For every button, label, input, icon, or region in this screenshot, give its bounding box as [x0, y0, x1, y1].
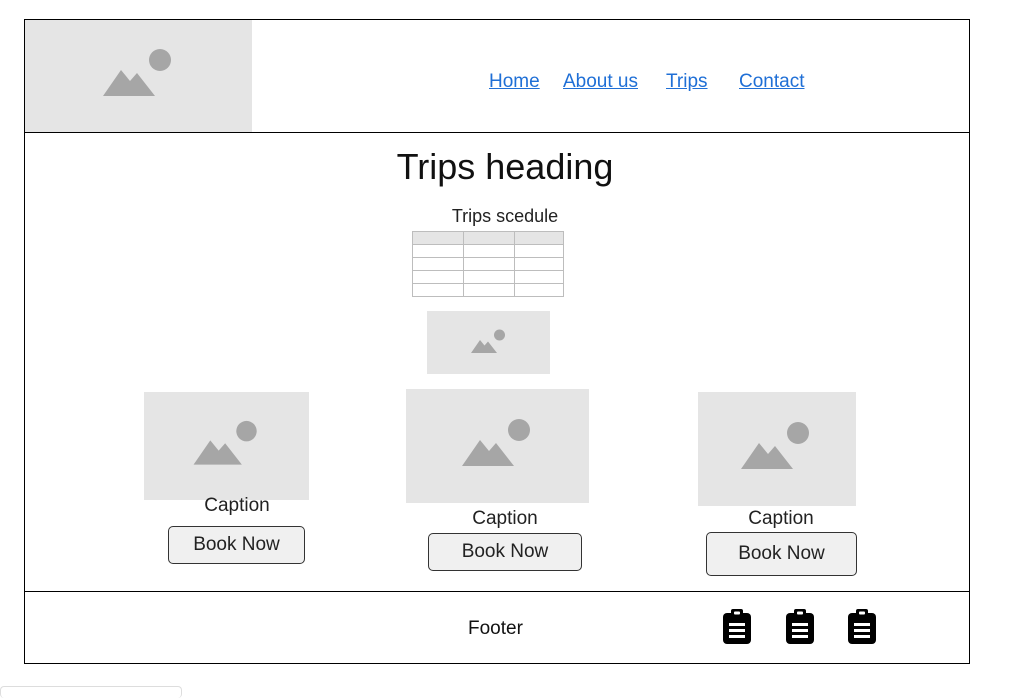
clipboard-icon[interactable] — [722, 609, 752, 645]
bottom-tab-stub — [0, 686, 182, 698]
page-frame — [24, 19, 970, 664]
clipboard-icon[interactable] — [785, 609, 815, 645]
clipboard-icon[interactable] — [847, 609, 877, 645]
book-now-button[interactable]: Book Now — [428, 533, 582, 571]
nav-link-about-us[interactable]: About us — [563, 71, 638, 92]
header-divider — [24, 132, 970, 133]
trip-caption: Caption — [204, 495, 270, 516]
image-icon — [461, 419, 530, 466]
image-icon — [102, 49, 171, 96]
footer-divider — [24, 591, 970, 592]
trip-caption: Caption — [748, 508, 814, 529]
trip-image-placeholder — [144, 392, 309, 500]
trip-image-placeholder — [698, 392, 856, 506]
book-now-button[interactable]: Book Now — [168, 526, 305, 564]
nav-link-home[interactable]: Home — [489, 71, 540, 92]
logo-image-placeholder — [25, 20, 252, 132]
trip-image-placeholder — [406, 389, 589, 503]
image-icon — [741, 422, 809, 469]
table-caption: Trips scedule — [451, 206, 559, 226]
nav-link-trips[interactable]: Trips — [666, 71, 708, 92]
image-icon — [193, 420, 257, 465]
footer-text: Footer — [468, 618, 523, 639]
nav-link-contact[interactable]: Contact — [739, 71, 805, 92]
trips-schedule-table — [412, 231, 564, 297]
trip-caption: Caption — [472, 508, 538, 529]
small-image-placeholder — [427, 311, 550, 374]
page-title: Trips heading — [396, 146, 614, 187]
book-now-button[interactable]: Book Now — [706, 532, 857, 576]
image-icon — [470, 329, 505, 353]
